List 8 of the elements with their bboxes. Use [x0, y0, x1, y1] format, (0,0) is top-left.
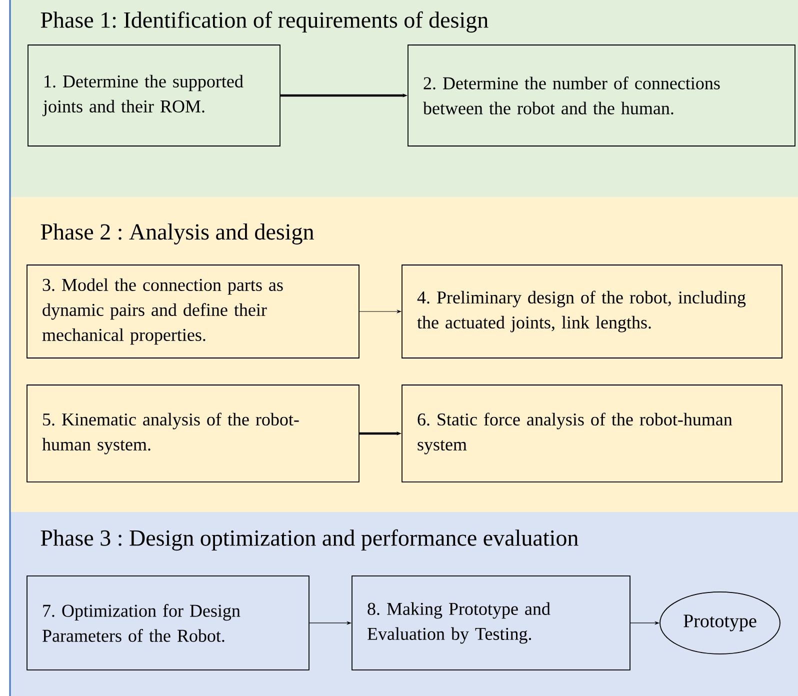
process-box: 8. Making Prototype and Evaluation by Testing. — [352, 576, 630, 670]
process-box: 3. Model the connection parts as dynamic pairs and define their mechanical properties. — [26, 264, 360, 358]
process-box: 4. Preliminary design of the robot, including the actuated joints, link lengths. — [402, 264, 782, 358]
process-box: 1. Determine the supported joints and their ROM. — [28, 44, 280, 146]
process-box: 5. Kinematic analysis of the robot-human system. — [26, 384, 360, 482]
process-box: 2. Determine the number of connections between the robot and the human. — [408, 44, 796, 146]
process-box: 6. Static force analysis of the robot-human system — [402, 384, 782, 482]
process-box: 7. Optimization for Design Parameters of the Robot. — [26, 576, 310, 670]
